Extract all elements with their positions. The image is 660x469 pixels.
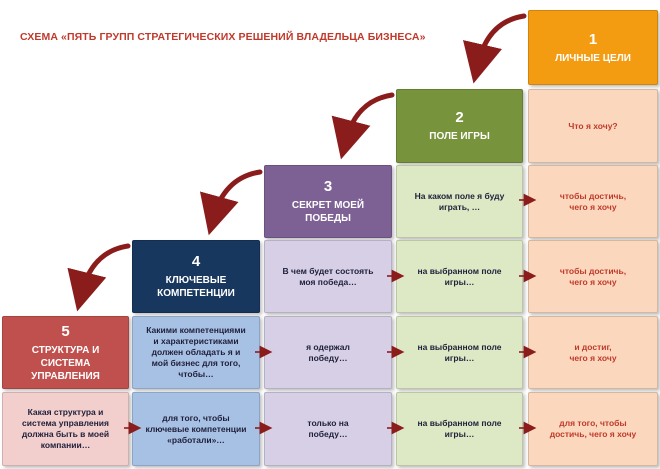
level-4-number: 4 [191,253,201,270]
cell-lilac-row3: В чем будет состоять моя победа… [264,240,392,313]
cell-peach-row3: чтобы достичь, чего я хочу [528,240,658,313]
curved-arrow-3-to-4 [199,169,263,236]
cell-green-row5-text: на выбранном поле игры… [417,418,502,439]
level-5-structure-management: 5 СТРУКТУРА И СИСТЕМА УПРАВЛЕНИЯ [2,316,129,389]
cell-green-row3: на выбранном поле игры… [396,240,523,313]
level-2-field-of-play: 2 ПОЛЕ ИГРЫ [396,89,523,163]
level-2-number: 2 [455,109,464,126]
cell-peach-row4: и достиг, чего я хочу [528,316,658,389]
cell-green-row2: На каком поле я буду играть, … [396,165,523,238]
cell-blue-row4-text: Какими компетенциями и характеристиками … [146,325,246,379]
cell-peach-row1: Что я хочу? [528,89,658,163]
level-5-label: СТРУКТУРА И СИСТЕМА УПРАВЛЕНИЯ [31,344,100,382]
cell-peach-row4-text: и достиг, чего я хочу [569,341,617,363]
cell-peach-row2: чтобы достичь, чего я хочу [528,165,658,238]
cell-peach-row5-text: для того, чтобы достичь, чего я хочу [549,418,637,439]
cell-green-row4-text: на выбранном поле игры… [417,341,502,363]
cell-blue-row5-text: для того, чтобы ключевые компетенции «ра… [145,412,247,445]
level-1-label: ЛИЧНЫЕ ЦЕЛИ [555,52,631,64]
cell-peach-row1-text: Что я хочу? [568,120,618,131]
cell-blue-row4: Какими компетенциями и характеристиками … [132,316,260,389]
level-4-label: КЛЮЧЕВЫЕ КОМПЕТЕНЦИИ [157,275,235,299]
diagram-title: СХЕМА «ПЯТЬ ГРУПП СТРАТЕГИЧЕСКИХ РЕШЕНИЙ… [20,31,426,43]
cell-pink-row5-text: Какая структура и система управления дол… [21,407,110,450]
level-3-victory-secret: 3 СЕКРЕТ МОЕЙ ПОБЕДЫ [264,165,392,238]
cell-green-row2-text: На каком поле я буду играть, … [414,190,505,212]
level-2-label: ПОЛЕ ИГРЫ [429,131,490,142]
cell-lilac-row3-text: В чем будет состоять моя победа… [282,265,374,287]
cell-lilac-row5: только на победу… [264,392,392,466]
cell-lilac-row4-text: я одержал победу… [306,341,350,363]
level-5-number: 5 [61,322,70,340]
level-3-number: 3 [323,178,333,195]
cell-pink-row5: Какая структура и система управления дол… [2,392,129,466]
cell-peach-row2-text: чтобы достичь, чего я хочу [559,190,627,212]
cell-lilac-row4: я одержал победу… [264,316,392,389]
cell-green-row3-text: на выбранном поле игры… [417,265,502,287]
level-1-personal-goals: 1 ЛИЧНЫЕ ЦЕЛИ [528,10,658,85]
curved-arrow-4-to-5 [67,243,131,312]
cell-green-row4: на выбранном поле игры… [396,316,523,389]
curved-arrow-2-to-3 [331,92,395,160]
level-3-label: СЕКРЕТ МОЕЙ ПОБЕДЫ [291,200,365,224]
cell-lilac-row5-text: только на победу… [307,418,349,439]
curved-arrow-1-to-2 [463,13,527,84]
level-1-number: 1 [588,30,598,48]
cell-peach-row5: для того, чтобы достичь, чего я хочу [528,392,658,466]
cell-blue-row5: для того, чтобы ключевые компетенции «ра… [132,392,260,466]
level-4-key-competencies: 4 КЛЮЧЕВЫЕ КОМПЕТЕНЦИИ [132,240,260,313]
cell-peach-row3-text: чтобы достичь, чего я хочу [559,265,627,287]
cell-green-row5: на выбранном поле игры… [396,392,523,466]
